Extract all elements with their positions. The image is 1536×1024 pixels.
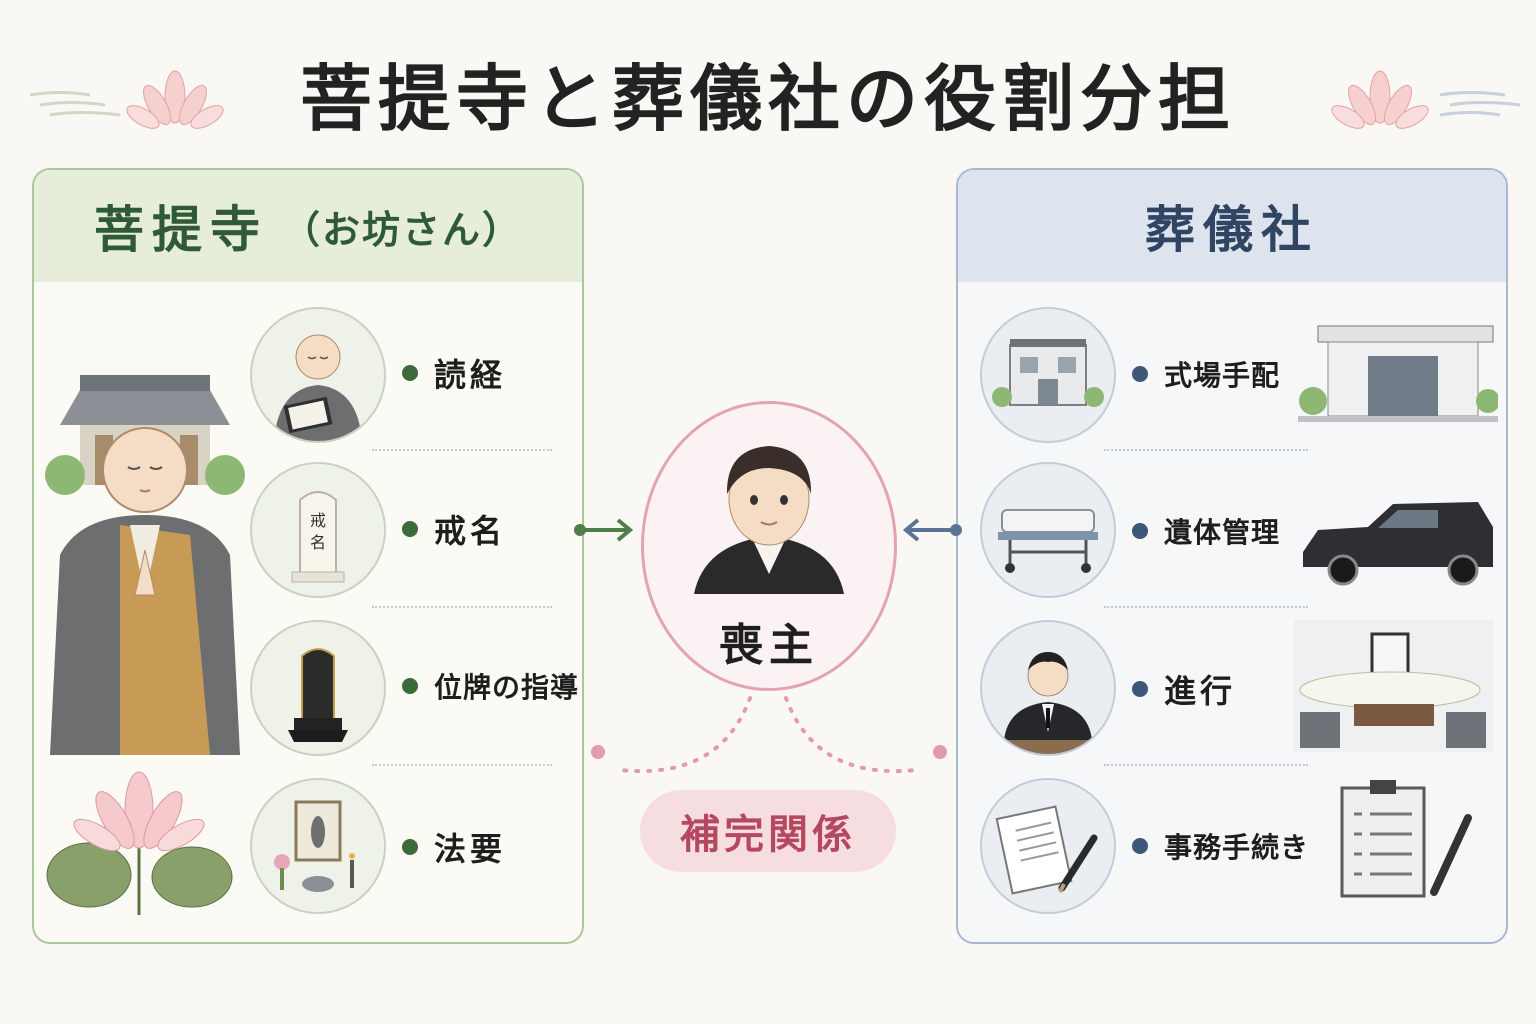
bullet-dot: [402, 839, 418, 855]
divider: [1104, 449, 1308, 451]
funeral-heading-text: 葬儀社: [1145, 201, 1319, 259]
tablet-char-2: 名: [310, 533, 326, 552]
funeral-altar-illustration: [1294, 620, 1494, 752]
temple-monk-illustration: [40, 365, 250, 755]
kaimyo-tablet-icon: 戒 名: [250, 462, 386, 598]
role-label: 読経: [434, 356, 507, 394]
divider: [372, 606, 552, 608]
buddhist-altar-icon: [250, 778, 386, 914]
funeral-role-2: 遺体管理: [1132, 511, 1280, 551]
role-label: 戒名: [434, 512, 507, 550]
chief-mourner-avatar: [694, 446, 844, 594]
role-label: 進行: [1164, 672, 1237, 710]
divider: [1104, 606, 1308, 608]
temple-role-2: 戒名: [402, 506, 506, 552]
role-label: 事務手続き: [1164, 831, 1310, 864]
chief-mourner-circle: 喪主: [641, 401, 897, 691]
temple-panel-heading: 菩提寺 （お坊さん）: [34, 170, 582, 282]
temple-heading-text: 菩提寺: [93, 201, 268, 259]
role-label: 遺体管理: [1164, 516, 1281, 549]
monk-reading-sutra-icon: [250, 307, 386, 443]
ceremony-hall-icon: [980, 307, 1116, 443]
divider: [372, 449, 552, 451]
bullet-dot: [402, 678, 418, 694]
casket-stretcher-icon: [980, 462, 1116, 598]
divider: [1104, 764, 1308, 766]
dotted-connector-lines: [580, 690, 956, 790]
temple-role-1: 読経: [402, 350, 506, 396]
role-label: 位牌の指導: [434, 671, 580, 704]
bullet-dot: [402, 365, 418, 381]
funeral-role-4: 事務手続き: [1132, 826, 1309, 866]
cloud-lotus-decoration-left: [30, 60, 230, 140]
divider: [372, 764, 552, 766]
arrow-left-connector: [896, 510, 966, 550]
tablet-char-1: 戒: [310, 511, 326, 530]
temple-role-3: 位牌の指導: [402, 666, 579, 706]
cloud-lotus-decoration-right: [1330, 60, 1530, 140]
temple-heading-paren: （お坊さん）: [281, 207, 522, 252]
bullet-dot: [1132, 366, 1148, 382]
temple-panel: 菩提寺 （お坊さん）: [32, 168, 584, 944]
funeral-home-panel: 葬儀社 式場手配: [956, 168, 1508, 944]
lotus-illustration: [44, 765, 234, 915]
ihai-memorial-tablet-icon: [250, 620, 386, 756]
funeral-director-icon: [980, 620, 1116, 756]
bullet-dot: [1132, 681, 1148, 697]
role-label: 法要: [434, 830, 507, 868]
arrow-right-connector: [570, 510, 640, 550]
funeral-role-3: 進行: [1132, 666, 1236, 712]
complementary-relation-badge: 補完関係: [640, 790, 896, 872]
bullet-dot: [1132, 838, 1148, 854]
bullet-dot: [402, 521, 418, 537]
funeral-panel-heading: 葬儀社: [958, 170, 1506, 282]
documents-pen-icon: [980, 778, 1116, 914]
clipboard-pen-illustration: [1334, 780, 1484, 900]
role-label: 式場手配: [1164, 359, 1281, 392]
chief-mourner-label: 喪主: [719, 620, 819, 671]
temple-role-4: 法要: [402, 824, 506, 870]
page-title: 菩提寺と葬儀社の役割分担: [299, 57, 1236, 141]
funeral-role-1: 式場手配: [1132, 354, 1280, 394]
hall-building-illustration: [1298, 316, 1498, 426]
bullet-dot: [1132, 523, 1148, 539]
hearse-car-illustration: [1298, 482, 1498, 592]
